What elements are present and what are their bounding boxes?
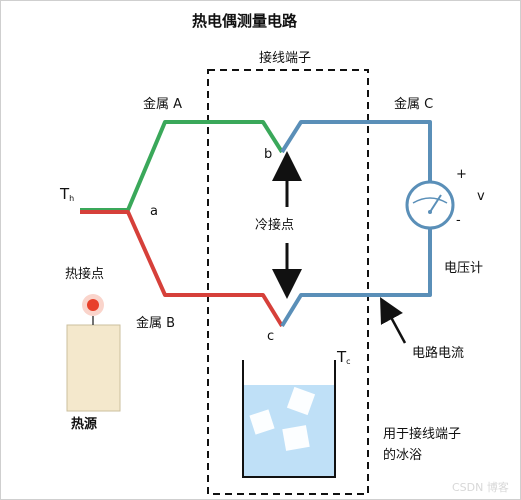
watermark: CSDN 博客 <box>452 481 509 494</box>
current-arrow <box>380 297 407 344</box>
ice-bath-container <box>242 360 336 478</box>
cold-temperature-label: Tc <box>337 350 351 366</box>
hot-temperature-symbol: T <box>60 185 70 203</box>
ice-bath-label-line2: 的冰浴 <box>383 448 423 463</box>
cold-junction-label: 冷接点 <box>253 218 297 233</box>
terminal-block-label: 接线端子 <box>259 51 312 66</box>
heat-source-label: 热源 <box>71 417 98 432</box>
junction-a-label: a <box>150 204 158 219</box>
voltage-label: v <box>477 189 485 204</box>
diagram-title: 热电偶测量电路 <box>192 12 298 30</box>
metal-c-wire-bottom <box>280 225 432 328</box>
ice-bath-label-line1: 用于接线端子 <box>383 427 462 442</box>
metal-c-label: 金属 C <box>394 97 434 112</box>
voltmeter-icon <box>405 180 455 230</box>
voltmeter-minus-label: - <box>456 213 461 228</box>
circuit-current-label: 电路电流 <box>412 346 465 361</box>
hot-temperature-subscript: h <box>69 194 75 203</box>
metal-c-wire-top <box>280 120 432 185</box>
metal-b-label: 金属 B <box>136 316 176 331</box>
cold-temperature-subscript: c <box>346 357 351 366</box>
hot-junction-label: 热接点 <box>65 267 105 282</box>
junction-b-label: b <box>264 147 273 162</box>
metal-b-wire <box>80 210 284 328</box>
voltmeter-label: 电压计 <box>444 261 484 276</box>
candle-body <box>66 324 121 412</box>
terminal-block-box <box>207 69 369 495</box>
voltmeter-plus-label: + <box>456 167 467 182</box>
metal-a-wire <box>80 120 284 212</box>
junction-c-label: c <box>267 329 275 344</box>
metal-a-label: 金属 A <box>143 97 183 112</box>
flame-icon <box>82 294 104 316</box>
ice-cube-icon <box>249 386 316 451</box>
cold-temperature-symbol: T <box>337 348 347 366</box>
hot-temperature-label: Th <box>60 187 74 203</box>
